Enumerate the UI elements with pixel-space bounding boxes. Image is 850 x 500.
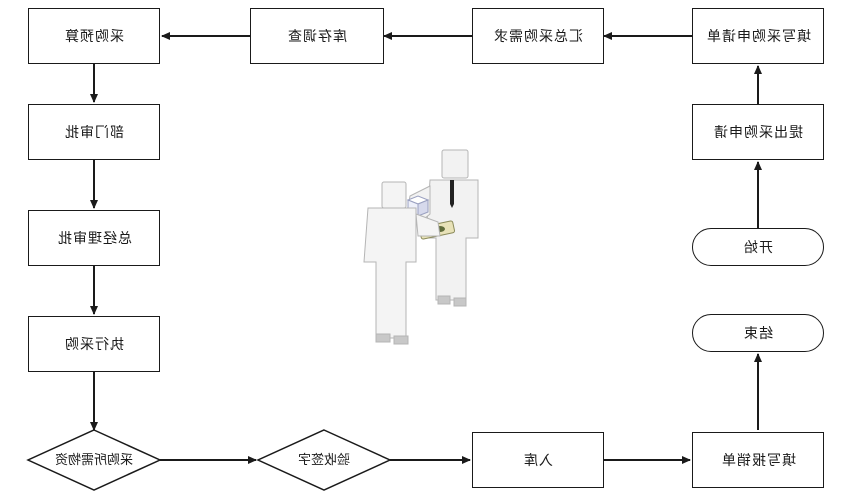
node-inspect-sign-label: 验收签字 [297,452,350,468]
node-budget: 采购预算 [28,8,160,64]
decision-diamond [26,429,162,491]
node-summary: 汇总采购需求 [472,8,604,64]
inspect-diamond [256,429,392,491]
node-dept-approval: 部门审批 [28,104,160,160]
node-execute-label: 执行采购 [64,337,124,353]
figure-b-body [363,207,417,339]
node-inspect-sign: 验收签字 [278,450,370,470]
node-start-label: 开始 [743,240,773,256]
node-start: 开始 [692,228,824,266]
node-gm-approval-label: 总经理审批 [56,231,132,247]
node-dept-approval-label: 部门审批 [64,125,124,141]
figure-b-head [381,181,407,209]
node-warehouse: 入库 [472,432,604,488]
node-budget-label: 采购预算 [64,29,124,45]
figure-a-foot-right [437,295,451,305]
figure-a-tie [450,180,454,208]
node-reimburse-label: 填写报销单 [720,453,796,469]
node-decision: 采购所需物资 [52,440,136,480]
node-end-label: 结束 [743,326,773,342]
figure-a-head [441,149,469,179]
node-inventory: 库存调查 [250,8,384,64]
node-summary-label: 汇总采购需求 [493,29,583,45]
node-execute: 执行采购 [28,316,160,372]
node-fill-request: 填写采购申请单 [692,8,824,64]
node-submit-request-label: 提出采购申请 [713,125,803,141]
node-warehouse-label: 入库 [523,453,553,469]
figure-b-foot-right [375,333,391,343]
node-fill-request-label: 填写采购申请单 [705,29,811,45]
node-inventory-label: 库存调查 [287,29,347,45]
figure-b-arm [415,213,441,237]
node-decision-label: 采购所需物资 [54,452,133,468]
node-submit-request: 提出采购申请 [692,104,824,160]
node-gm-approval: 总经理审批 [28,210,160,266]
node-reimburse: 填写报销单 [692,432,824,488]
figure-a-foot-left [453,297,467,307]
node-end: 结束 [692,314,824,352]
figure-b-foot-left [393,335,409,345]
handshake-illustration [363,149,479,345]
